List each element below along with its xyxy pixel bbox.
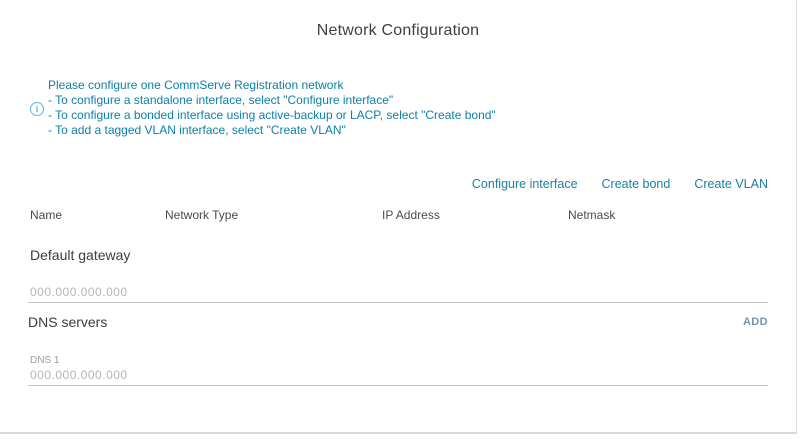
dns-servers-row: DNS servers ADD bbox=[28, 314, 768, 330]
create-bond-link[interactable]: Create bond bbox=[601, 177, 671, 191]
info-text: Please configure one CommServe Registrat… bbox=[48, 78, 768, 138]
table-actions: Configure interface Create bond Create V… bbox=[472, 177, 768, 191]
column-header-name: Name bbox=[30, 208, 63, 222]
create-vlan-link[interactable]: Create VLAN bbox=[694, 177, 768, 191]
add-dns-link[interactable]: ADD bbox=[742, 316, 768, 328]
dns1-field-label: DNS 1 bbox=[30, 355, 60, 366]
info-line: - To configure a bonded interface using … bbox=[48, 108, 496, 122]
column-header-ip-address: IP Address bbox=[382, 208, 440, 222]
dns1-input[interactable] bbox=[28, 366, 768, 386]
configure-interface-link[interactable]: Configure interface bbox=[471, 177, 578, 191]
info-line: Please configure one CommServe Registrat… bbox=[48, 78, 344, 92]
info-line: - To configure a standalone interface, s… bbox=[48, 93, 394, 107]
info-banner: i Please configure one CommServe Registr… bbox=[28, 78, 768, 140]
info-line: - To add a tagged VLAN interface, select… bbox=[48, 123, 346, 137]
network-table-header-row: Name Network Type IP Address Netmask bbox=[28, 208, 768, 222]
default-gateway-label: Default gateway bbox=[30, 247, 131, 263]
dns-servers-label: DNS servers bbox=[28, 314, 108, 330]
column-header-netmask: Netmask bbox=[568, 208, 616, 222]
default-gateway-input[interactable] bbox=[28, 283, 768, 303]
column-header-network-type: Network Type bbox=[165, 208, 239, 222]
page-title: Network Configuration bbox=[316, 22, 480, 39]
info-icon: i bbox=[30, 102, 44, 116]
